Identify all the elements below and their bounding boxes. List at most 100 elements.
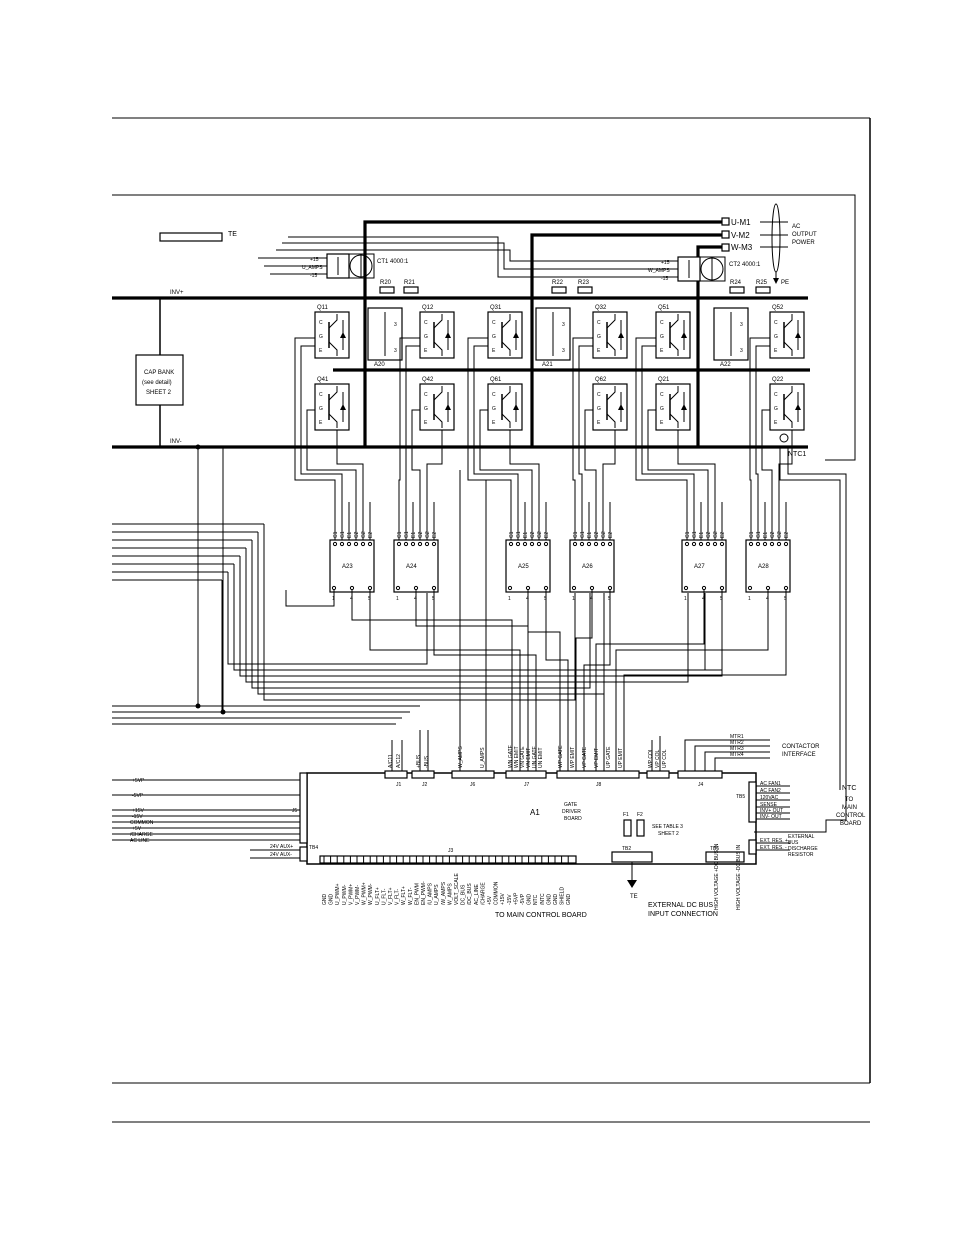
clamp-pin-3a: 3 xyxy=(562,322,565,328)
gate-wire-lower xyxy=(647,409,709,510)
ntc-return xyxy=(754,790,847,833)
driver-top-pin xyxy=(691,541,697,547)
driver-top-pin xyxy=(762,541,768,547)
connector-signal: U_AMPS xyxy=(480,747,486,768)
see-table-1: SEE TABLE 3 xyxy=(652,824,683,830)
igbt-emitter xyxy=(501,341,511,356)
j3-signal: /CHARGE xyxy=(480,882,486,905)
j3-signal: W_FLT+ xyxy=(401,886,407,905)
driver-top-pin-label: E2 xyxy=(544,532,550,538)
te-arrow xyxy=(627,880,637,888)
driver-top-pin xyxy=(769,541,775,547)
tb5-label: TB5 xyxy=(736,794,745,800)
driver-top-pin-label: E2 xyxy=(608,532,614,538)
driver-top-pin xyxy=(424,541,430,547)
driver-bottom-pin-label: 1 xyxy=(748,596,751,602)
driver-top-pin-label: G2 xyxy=(713,531,719,538)
driver-signal-wire xyxy=(595,590,705,771)
igbt-emitter xyxy=(501,413,511,428)
v-m2-label: V-M2 xyxy=(731,231,750,240)
te-bottom-label: TE xyxy=(630,894,638,900)
inv-plus-label: INV+ xyxy=(170,290,184,296)
driver-top-pin-label: C1 xyxy=(397,531,403,538)
driver-top-pin xyxy=(586,541,592,547)
j3-signal: NTC xyxy=(533,894,539,905)
igbt-collector xyxy=(606,386,616,401)
contactor-signal: MTR1 xyxy=(730,734,744,740)
driver-top-pin-label: C2 xyxy=(354,531,360,538)
j8-label: J8 xyxy=(596,782,602,788)
gate-wire-lower-e xyxy=(336,430,364,510)
j9-connector xyxy=(646,770,670,779)
driver-top-pin-label: G1 xyxy=(404,531,410,538)
connector-signal: UP COL xyxy=(662,749,668,768)
diode-symbol xyxy=(681,404,687,410)
ct2-wamps: W_AMPS xyxy=(648,268,670,274)
driver-top-pin xyxy=(572,541,578,547)
driver-label: A28 xyxy=(758,564,769,570)
j3-signal: +5V xyxy=(487,895,493,905)
igbt-collector xyxy=(501,386,511,401)
driver-body xyxy=(329,539,375,593)
driver-top-pin xyxy=(579,541,585,547)
pin-e: E xyxy=(774,348,778,354)
driver-signal-wire-2 xyxy=(583,590,611,771)
connector-signal: UN GATE xyxy=(532,745,538,768)
gate-wire-upper-e xyxy=(300,345,343,510)
gate-wire-lower xyxy=(761,409,773,510)
driver-bottom-pin xyxy=(507,585,513,591)
igbt-collector xyxy=(783,386,793,401)
driver-top-pin-label: C2 xyxy=(418,531,424,538)
resistor-body xyxy=(379,286,395,294)
hv-minus: HIGH VOLTAGE -DC BUS IN xyxy=(736,845,742,910)
driver-signal-wire-2 xyxy=(369,590,521,771)
j3-signal: GND xyxy=(322,894,328,906)
j3-signal: U_AMPS xyxy=(434,884,440,905)
j3-signal: EN_PWM xyxy=(414,883,420,905)
igbt-collector xyxy=(783,314,793,329)
pin-c: C xyxy=(660,320,664,326)
pin-e: E xyxy=(424,420,428,426)
ntc-board: BOARD xyxy=(840,821,862,827)
j3-signal: EN_PWM- xyxy=(421,881,427,905)
ct2-m15: -15 xyxy=(661,276,668,282)
igbt-collector xyxy=(328,314,338,329)
igbt-label: Q11 xyxy=(317,305,329,311)
gate-label-3: BOARD xyxy=(564,816,582,822)
driver-top-pin xyxy=(536,541,542,547)
driver-top-pin-label: C1 xyxy=(749,531,755,538)
resistor-r22: R22 xyxy=(551,280,567,294)
ntc-control: CONTROL xyxy=(836,813,866,819)
driver-top-pin xyxy=(360,541,366,547)
ac-output-lines xyxy=(363,203,788,296)
j3-signal: GND xyxy=(329,894,335,906)
pin-e: E xyxy=(492,420,496,426)
ext-res-minus: EXT. RES. - xyxy=(760,845,787,851)
driver-bottom-pin xyxy=(413,585,419,591)
cap-bank-line2: (see detail) xyxy=(142,380,172,386)
clamp-pin-3b: 3 xyxy=(740,348,743,354)
resistor-r21: R21 xyxy=(403,280,419,294)
pin-g: G xyxy=(492,406,496,412)
driver-label: A25 xyxy=(518,564,529,570)
driver-top-pin-label: E1 xyxy=(587,532,593,538)
ac-fan1: AC FAN1 xyxy=(760,781,781,787)
diode-symbol xyxy=(618,404,624,410)
gate-wire-upper-e xyxy=(578,345,593,510)
ext-res-connector xyxy=(748,839,757,855)
tb2-connector xyxy=(611,851,653,863)
driver-bottom-pin-label: 1 xyxy=(396,596,399,602)
pin-e: E xyxy=(660,420,664,426)
connector-signal: WP GATE xyxy=(558,745,564,768)
pin-g: G xyxy=(597,406,601,412)
driver-top-pin xyxy=(543,541,549,547)
driver-link xyxy=(285,590,335,607)
driver-top-pin-label: G1 xyxy=(580,531,586,538)
driver-top-pin-label: G2 xyxy=(777,531,783,538)
j2-connector xyxy=(411,770,435,779)
